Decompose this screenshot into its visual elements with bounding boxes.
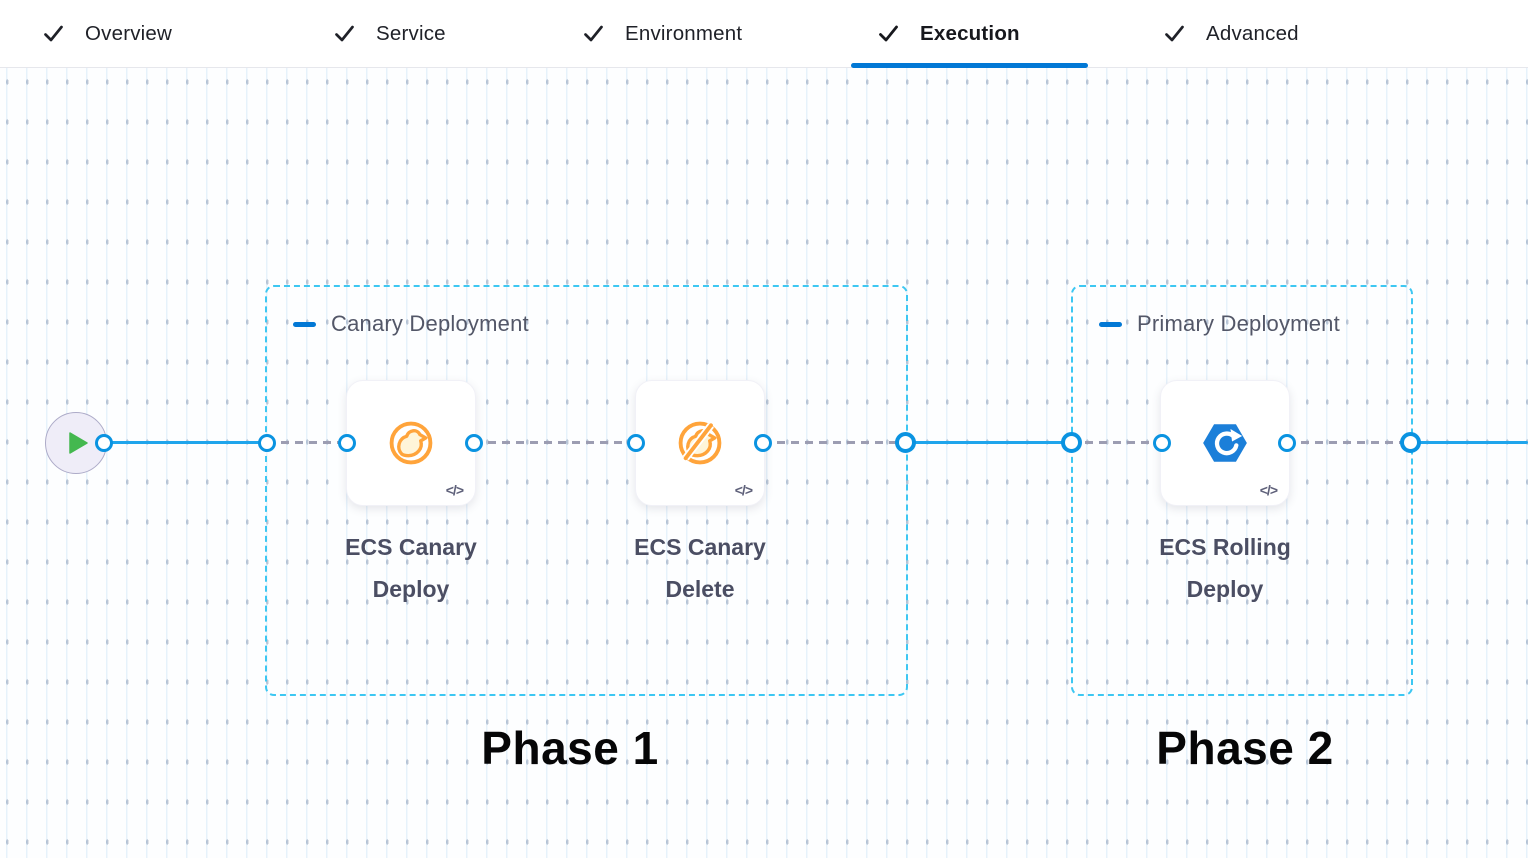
code-icon: </> — [1259, 482, 1278, 498]
tab-execution[interactable]: Execution — [877, 0, 1020, 67]
ecs-canary-deploy-icon — [389, 421, 433, 465]
group-border-port[interactable] — [895, 432, 916, 453]
group-label: Primary Deployment — [1137, 311, 1340, 336]
connector-solid — [104, 441, 267, 445]
code-icon: </> — [445, 482, 464, 498]
pipeline-stage-tabbar: Overview Service Environment Execution A… — [0, 0, 1528, 68]
step-group-canary-deployment: Canary Deployment — [265, 285, 908, 696]
active-tab-underline — [851, 63, 1088, 68]
ecs-rolling-deploy-icon — [1203, 424, 1247, 462]
ecs-canary-delete-icon — [678, 421, 722, 465]
step-in-port[interactable] — [1153, 434, 1171, 452]
group-border-port[interactable] — [258, 434, 276, 452]
tab-label: Advanced — [1206, 21, 1299, 45]
tab-label: Environment — [625, 21, 743, 45]
step-name: ECS Canary Delete — [634, 534, 766, 602]
group-border-port[interactable] — [1400, 432, 1421, 453]
step-card-ecs-canary-delete[interactable]: </> — [635, 380, 765, 506]
step-in-port[interactable] — [627, 434, 645, 452]
step-out-port[interactable] — [1278, 434, 1296, 452]
collapse-minus-icon[interactable] — [1099, 321, 1122, 327]
group-border-port[interactable] — [1061, 432, 1082, 453]
step-group-primary-deployment: Primary Deployment — [1071, 285, 1413, 696]
check-icon — [44, 25, 63, 42]
code-icon: </> — [734, 482, 753, 498]
check-icon — [879, 25, 898, 42]
connector-dashed — [1071, 441, 1162, 445]
tab-service[interactable]: Service — [333, 0, 446, 67]
check-icon — [584, 25, 603, 42]
tab-environment[interactable]: Environment — [582, 0, 742, 67]
step-out-port[interactable] — [465, 434, 483, 452]
tab-label: Execution — [920, 21, 1020, 45]
play-icon — [68, 432, 88, 454]
step-name: ECS Rolling Deploy — [1159, 534, 1291, 602]
connector-dashed — [474, 441, 636, 445]
connector-dashed — [1287, 441, 1410, 445]
check-icon — [335, 25, 354, 42]
step-out-port[interactable] — [754, 434, 772, 452]
group-collapse-header[interactable]: Primary Deployment — [1099, 311, 1340, 337]
connector-solid — [1410, 441, 1528, 445]
phase-2-label: Phase 2 — [1156, 722, 1334, 774]
connector-dashed — [267, 441, 347, 445]
node-port[interactable] — [95, 434, 113, 452]
step-name: ECS Canary Deploy — [345, 534, 477, 602]
tab-label: Overview — [85, 21, 173, 45]
tab-overview[interactable]: Overview — [42, 0, 172, 67]
tab-label: Service — [376, 21, 446, 45]
group-collapse-header[interactable]: Canary Deployment — [293, 311, 529, 337]
phase-1-label: Phase 1 — [481, 722, 659, 774]
connector-solid — [905, 441, 1071, 445]
connector-dashed — [763, 441, 905, 445]
pipeline-canvas[interactable]: Canary Deployment Primary Deployment — [0, 68, 1528, 858]
tab-advanced[interactable]: Advanced — [1163, 0, 1299, 67]
check-icon — [1165, 25, 1184, 42]
group-label: Canary Deployment — [331, 311, 529, 336]
step-card-ecs-canary-deploy[interactable]: </> — [346, 380, 476, 506]
step-in-port[interactable] — [338, 434, 356, 452]
step-card-ecs-rolling-deploy[interactable]: </> — [1160, 380, 1290, 506]
collapse-minus-icon[interactable] — [293, 321, 316, 327]
